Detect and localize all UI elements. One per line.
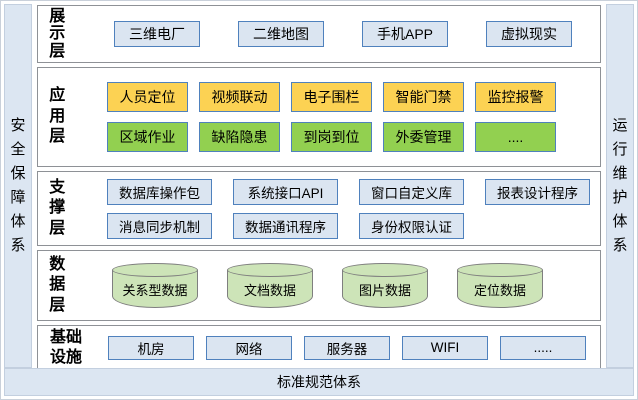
cylinder-label: 图片数据 bbox=[358, 283, 411, 298]
cylinder-label: 文档数据 bbox=[243, 283, 296, 298]
layer-label-text: 应用层 bbox=[49, 87, 66, 146]
layer-rows: 机房网络服务器 WIFI..... bbox=[102, 326, 600, 369]
diagram-box: 身份权限认证 bbox=[359, 212, 464, 239]
layer-label-application: 应用层 bbox=[38, 68, 102, 166]
bottom-pillar-label: 标准规范体系 bbox=[277, 374, 361, 390]
box-row: 关系型数据 文档数据 图片数据 定位数据 bbox=[102, 263, 600, 308]
database-cylinder: 文档数据 bbox=[227, 263, 313, 308]
diagram-box: 消息同步机制 bbox=[107, 212, 212, 239]
layer-label-data: 数据层 bbox=[38, 251, 102, 320]
database-cylinder: 关系型数据 bbox=[112, 263, 198, 308]
diagram-box: 智能门禁 bbox=[383, 82, 464, 112]
diagram-box: 数据库操作包 bbox=[107, 178, 212, 205]
layer-label-text: 支撑层 bbox=[49, 178, 66, 237]
layer-label-text: 展示层 bbox=[49, 8, 66, 60]
box-row: 数据库操作包系统接口API 窗口自定义库报表设计程序 bbox=[102, 178, 600, 205]
diagram-box: 三维电厂 bbox=[114, 21, 200, 47]
cylinder-top-ellipse bbox=[227, 263, 313, 277]
diagram-box: 手机APP bbox=[362, 21, 448, 47]
diagram-box: 人员定位 bbox=[107, 82, 188, 112]
layer-application: 应用层人员定位视频联动电子围栏智能门禁监控报警区域作业缺陷隐患到岗到位外委管理.… bbox=[37, 67, 601, 167]
diagram-box: 机房 bbox=[108, 335, 194, 360]
layer-label-text: 基础设施 bbox=[49, 328, 82, 366]
layer-rows: 三维电厂 二维地图 手机APP 虚拟现实 bbox=[102, 6, 600, 62]
cylinder-label: 关系型数据 bbox=[122, 283, 188, 298]
right-pillar: 运行维护体系 bbox=[606, 4, 634, 368]
layer-label-text: 数据层 bbox=[49, 255, 66, 314]
diagram-box: 数据通讯程序 bbox=[233, 212, 338, 239]
box-row: 三维电厂 二维地图 手机APP 虚拟现实 bbox=[102, 21, 600, 47]
layer-label-infrastructure: 基础设施 bbox=[38, 326, 102, 369]
layer-data: 数据层 关系型数据 文档数据 图片数据 定位数据 bbox=[37, 250, 601, 321]
cylinder-top-ellipse bbox=[342, 263, 428, 277]
layer-infrastructure: 基础设施 机房网络服务器 WIFI..... bbox=[37, 325, 601, 370]
diagram-box: 系统接口API bbox=[233, 178, 338, 205]
diagram-box: 监控报警 bbox=[475, 82, 556, 112]
cylinder-label: 定位数据 bbox=[473, 283, 526, 298]
layers-container: 展示层 三维电厂 二维地图 手机APP 虚拟现实应用层 人员定位视频联动电子围栏智能门禁监… bbox=[37, 5, 601, 370]
diagram-box: 网络 bbox=[206, 335, 292, 360]
layer-rows: 人员定位视频联动电子围栏智能门禁监控报警区域作业缺陷隐患到岗到位外委管理.... bbox=[102, 68, 600, 166]
cylinder-top-ellipse bbox=[457, 263, 543, 277]
layer-presentation: 展示层 三维电厂 二维地图 手机APP 虚拟现实 bbox=[37, 5, 601, 63]
bottom-pillar: 标准规范体系 bbox=[4, 368, 634, 396]
diagram-box: 视频联动 bbox=[199, 82, 280, 112]
box-row: 人员定位视频联动电子围栏智能门禁监控报警 bbox=[102, 82, 600, 112]
diagram-box: 区域作业 bbox=[107, 122, 188, 152]
diagram-box: ..... bbox=[500, 335, 586, 360]
diagram-box: 外委管理 bbox=[383, 122, 464, 152]
diagram-box: 服务器 bbox=[304, 335, 390, 360]
diagram-box: 报表设计程序 bbox=[485, 178, 590, 205]
box-row: 消息同步机制数据通讯程序身份权限认证 bbox=[102, 212, 600, 239]
left-pillar-label: 安全保障体系 bbox=[10, 117, 26, 254]
diagram-box: 到岗到位 bbox=[291, 122, 372, 152]
database-cylinder: 图片数据 bbox=[342, 263, 428, 308]
right-pillar-label: 运行维护体系 bbox=[612, 117, 628, 254]
layer-support: 支撑层 数据库操作包系统接口API 窗口自定义库报表设计程序消息同步机制数据通讯程序… bbox=[37, 171, 601, 246]
box-row: 机房网络服务器 WIFI..... bbox=[102, 335, 600, 360]
database-cylinder: 定位数据 bbox=[457, 263, 543, 308]
diagram-box: 虚拟现实 bbox=[486, 21, 572, 47]
box-row: 区域作业缺陷隐患到岗到位外委管理.... bbox=[102, 122, 600, 152]
cylinder-top-ellipse bbox=[112, 263, 198, 277]
diagram-box: 缺陷隐患 bbox=[199, 122, 280, 152]
layer-rows: 数据库操作包系统接口API 窗口自定义库报表设计程序消息同步机制数据通讯程序身份权… bbox=[102, 172, 600, 245]
left-pillar: 安全保障体系 bbox=[4, 4, 32, 368]
diagram-box: .... bbox=[475, 122, 556, 152]
layer-rows: 关系型数据 文档数据 图片数据 定位数据 bbox=[102, 251, 600, 320]
diagram-box: 二维地图 bbox=[238, 21, 324, 47]
layer-label-presentation: 展示层 bbox=[38, 6, 102, 62]
diagram-box: 窗口自定义库 bbox=[359, 178, 464, 205]
diagram-box: WIFI bbox=[402, 335, 488, 360]
layer-label-support: 支撑层 bbox=[38, 172, 102, 245]
diagram-box: 电子围栏 bbox=[291, 82, 372, 112]
